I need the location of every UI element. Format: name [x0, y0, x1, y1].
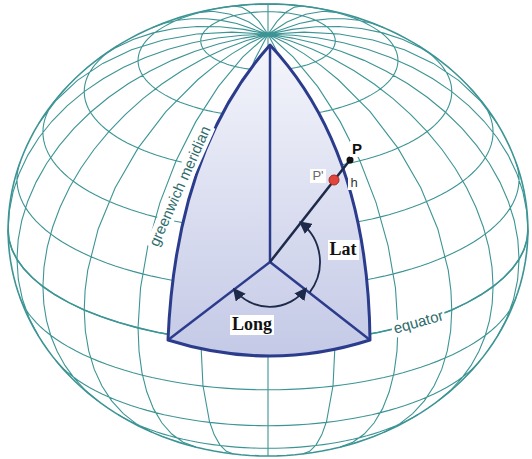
graticule [8, 4, 528, 456]
meridian-wedge [168, 45, 370, 356]
graticule-lines [8, 4, 528, 456]
point-p [347, 157, 354, 164]
globe-outline [8, 4, 528, 456]
latitude-arc [301, 223, 320, 293]
longitude-label: Long [230, 315, 274, 335]
surface-point [329, 175, 339, 185]
point-label: P [350, 141, 364, 158]
height-label: h [348, 176, 359, 190]
surface-point-label: P' [310, 169, 325, 183]
latitude-label: Lat [328, 240, 359, 260]
longitude-arc [235, 289, 306, 307]
wedge-radii [168, 45, 370, 340]
